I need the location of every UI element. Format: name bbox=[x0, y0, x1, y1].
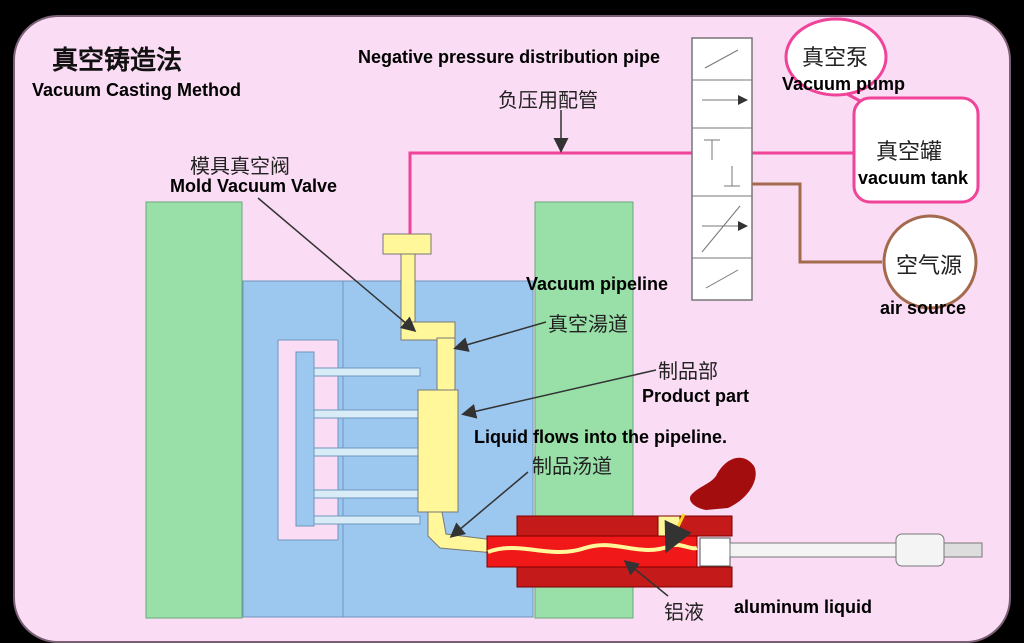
vacuum-tank-label-zh: 真空罐 bbox=[876, 140, 943, 165]
air-source-label-zh: 空气源 bbox=[896, 254, 963, 279]
plunger-rod-end bbox=[943, 542, 983, 558]
sleeve-bore bbox=[486, 535, 698, 568]
product-part-label-zh: 制品部 bbox=[658, 359, 718, 383]
fixed-platen bbox=[145, 201, 243, 619]
air-source-label-en: air source bbox=[880, 298, 967, 318]
product-part bbox=[417, 389, 459, 513]
aluminum-label-zh: 铝液 bbox=[664, 600, 704, 624]
air-source bbox=[882, 214, 978, 310]
shot-sleeve-bottom bbox=[516, 566, 733, 588]
title-en: Vacuum Casting Method bbox=[32, 80, 242, 100]
plunger-tip bbox=[699, 537, 731, 567]
directional-valve bbox=[691, 37, 753, 301]
neg-pipe-label-en: Negative pressure distribution pipe bbox=[358, 47, 661, 67]
plunger-rod bbox=[729, 542, 899, 558]
vacuum-pipeline-label-zh: 真空湯道 bbox=[548, 312, 628, 336]
ejector-pin bbox=[313, 489, 421, 499]
vacuum-runner-vertical bbox=[436, 337, 456, 393]
product-runner-label-zh: 制品汤道 bbox=[532, 454, 612, 478]
title-zh: 真空铸造法 bbox=[52, 46, 183, 76]
mold-vacuum-valve bbox=[382, 233, 432, 255]
vacuum-pump-label-en: Vacuum pump bbox=[782, 74, 906, 94]
valve-stem bbox=[400, 253, 416, 325]
callout-vacuum-pipeline bbox=[453, 321, 547, 352]
vacuum-runner-horizontal bbox=[400, 321, 456, 341]
callout-aluminum bbox=[623, 560, 669, 597]
aluminum-label-en: aluminum liquid bbox=[734, 597, 872, 617]
product-part-label-en: Product part bbox=[642, 386, 750, 406]
vacuum-pump bbox=[784, 17, 888, 97]
air-line bbox=[752, 182, 882, 264]
liquid-flow-label-en: Liquid flows into the pipeline. bbox=[474, 427, 727, 447]
neg-pipe-label-zh: 负压用配管 bbox=[498, 88, 598, 112]
vacuum-pump-label-zh: 真空泵 bbox=[802, 46, 869, 71]
vacuum-pipeline-label-en: Vacuum pipeline bbox=[526, 274, 669, 294]
ejector-pin bbox=[313, 409, 421, 419]
callout-product-part bbox=[461, 369, 657, 419]
callout-mold-valve bbox=[257, 197, 417, 332]
ladle-pour bbox=[689, 457, 756, 510]
plunger-coupling bbox=[895, 533, 945, 567]
mold-valve-label-zh: 模具真空阀 bbox=[190, 154, 290, 178]
ejector-pin bbox=[313, 367, 421, 377]
pour-stream bbox=[664, 513, 692, 554]
mold-valve-label-en: Mold Vacuum Valve bbox=[170, 176, 338, 196]
shot-sleeve-top bbox=[516, 515, 733, 537]
ejector-pin bbox=[313, 515, 421, 525]
ejector-plate bbox=[295, 351, 315, 527]
callout-product-runner bbox=[449, 471, 529, 538]
vacuum-tank bbox=[852, 96, 980, 204]
ejector-pin bbox=[313, 447, 421, 457]
vacuum-tank-label-en: vacuum tank bbox=[858, 168, 969, 188]
